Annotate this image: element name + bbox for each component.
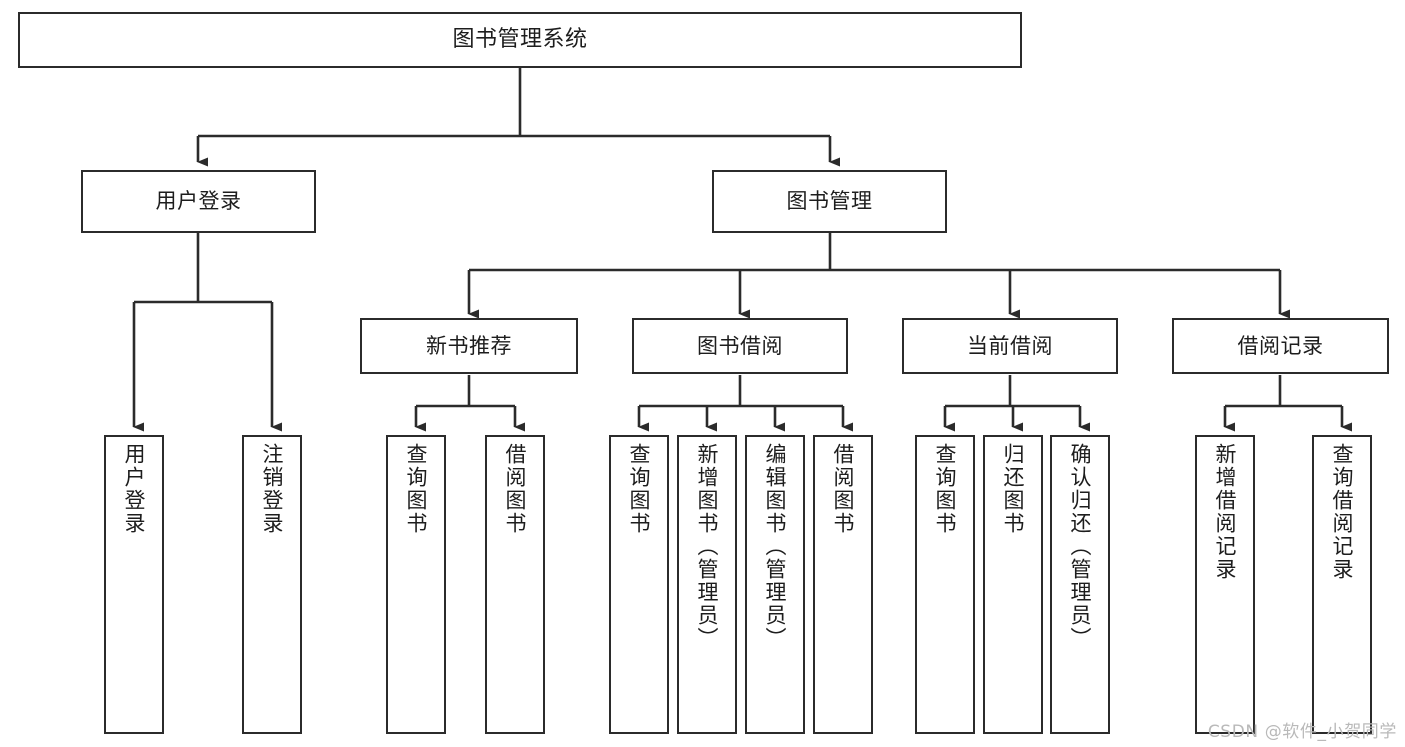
node-label: 图书借阅 (697, 333, 783, 358)
leaf-add-book-admin[interactable]: 新增图书（管理员） (677, 435, 737, 734)
leaf-confirm-return-admin[interactable]: 确认归还（管理员） (1050, 435, 1110, 734)
edges-borrow-record-to-leaves (1223, 375, 1352, 432)
leaf-query-borrow-record[interactable]: 查询借阅记录 (1312, 435, 1372, 734)
node-label: 当前借阅 (967, 333, 1053, 358)
node-current-borrowing[interactable]: 当前借阅 (902, 318, 1118, 374)
node-label: 确认归还（管理员） (1068, 443, 1092, 650)
node-label: 用户登录 (155, 189, 242, 214)
leaf-logout[interactable]: 注销登录 (242, 435, 302, 734)
node-label: 查询图书 (933, 443, 957, 535)
node-label: 借阅图书 (831, 443, 855, 535)
node-label: 图书管理系统 (452, 27, 588, 53)
node-label: 图书管理 (786, 189, 873, 214)
node-label: 编辑图书（管理员） (763, 443, 787, 650)
edges-book-manage-to-level3 (467, 233, 1290, 319)
node-book-management[interactable]: 图书管理 (712, 170, 947, 233)
node-new-book-recommendation[interactable]: 新书推荐 (360, 318, 578, 374)
edges-root-to-level2 (196, 68, 840, 167)
watermark-text: CSDN @软件_小贺同学 (1207, 722, 1397, 742)
edges-current-borrow-to-leaves (943, 375, 1090, 432)
leaf-query-book-borrowing[interactable]: 查询图书 (609, 435, 669, 734)
node-label: 注销登录 (260, 443, 284, 535)
node-user-login[interactable]: 用户登录 (81, 170, 316, 233)
node-label: 查询借阅记录 (1330, 443, 1354, 581)
leaf-add-borrow-record[interactable]: 新增借阅记录 (1195, 435, 1255, 734)
leaf-borrow-book-borrowing[interactable]: 借阅图书 (813, 435, 873, 734)
node-borrowing-record[interactable]: 借阅记录 (1172, 318, 1389, 374)
leaf-edit-book-admin[interactable]: 编辑图书（管理员） (745, 435, 805, 734)
node-label: 新书推荐 (426, 333, 512, 358)
node-label: 新增借阅记录 (1213, 443, 1237, 581)
leaf-query-book-current[interactable]: 查询图书 (915, 435, 975, 734)
node-label: 用户登录 (122, 443, 146, 535)
node-label: 查询图书 (627, 443, 651, 535)
edges-user-login-to-leaves (132, 233, 282, 432)
node-label: 借阅图书 (503, 443, 527, 535)
edges-new-book-rec-to-leaves (414, 375, 525, 432)
node-label: 借阅记录 (1237, 333, 1324, 358)
edges-book-borrow-to-leaves (637, 375, 853, 432)
node-root-system[interactable]: 图书管理系统 (18, 12, 1022, 68)
leaf-user-login[interactable]: 用户登录 (104, 435, 164, 734)
leaf-query-book-recommendation[interactable]: 查询图书 (386, 435, 446, 734)
leaf-return-book[interactable]: 归还图书 (983, 435, 1043, 734)
node-label: 新增图书（管理员） (695, 443, 719, 650)
node-book-borrowing[interactable]: 图书借阅 (632, 318, 848, 374)
node-label: 查询图书 (404, 443, 428, 535)
leaf-borrow-book-recommendation[interactable]: 借阅图书 (485, 435, 545, 734)
node-label: 归还图书 (1001, 443, 1025, 535)
